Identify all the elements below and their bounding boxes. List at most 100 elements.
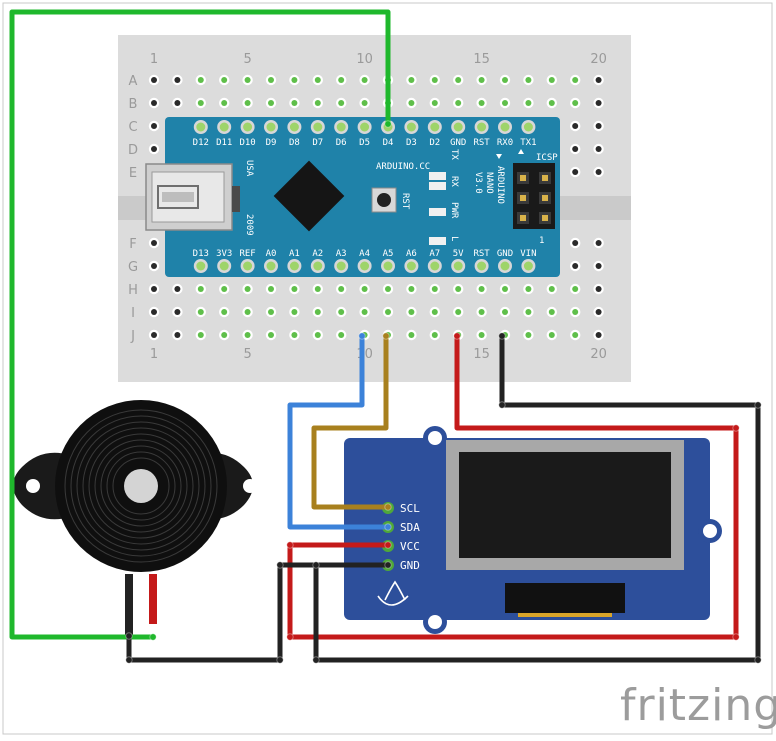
oled-mount-hole-bottom bbox=[428, 615, 442, 629]
arduino-pin bbox=[313, 122, 323, 132]
wire-endpoint bbox=[125, 632, 133, 640]
breadboard-column-number: 5 bbox=[243, 52, 251, 67]
breadboard-hole bbox=[548, 77, 555, 83]
breadboard-hole bbox=[151, 240, 157, 246]
led-label-rx: RX bbox=[449, 176, 459, 187]
arduino-bottom-pins bbox=[193, 259, 536, 273]
pwr-led bbox=[429, 208, 446, 216]
breadboard-hole bbox=[408, 100, 415, 106]
breadboard-hole bbox=[314, 77, 321, 83]
breadboard-hole bbox=[525, 286, 532, 292]
icsp-pin bbox=[520, 215, 526, 221]
breadboard-hole bbox=[291, 286, 298, 292]
icsp-pin bbox=[542, 175, 548, 181]
breadboard-hole bbox=[525, 309, 532, 315]
breadboard-hole bbox=[595, 123, 602, 129]
breadboard-hole bbox=[431, 286, 438, 292]
breadboard-hole bbox=[244, 100, 251, 106]
breadboard-hole bbox=[197, 286, 204, 292]
breadboard-hole bbox=[525, 332, 532, 338]
oled-ribbon-connector bbox=[505, 583, 625, 613]
breadboard-hole bbox=[361, 286, 368, 292]
arduino-bottom-pin-label: A3 bbox=[336, 249, 347, 259]
breadboard-row-label: H bbox=[128, 283, 138, 298]
buzzer-ring bbox=[88, 433, 194, 539]
breadboard-hole bbox=[291, 77, 298, 83]
breadboard-hole bbox=[455, 77, 462, 83]
breadboard-hole bbox=[431, 77, 438, 83]
arduino-bottom-pin-label: A0 bbox=[266, 249, 277, 259]
wire-endpoint bbox=[754, 401, 762, 409]
breadboard-hole bbox=[197, 332, 204, 338]
arduino-top-pin-label: D5 bbox=[359, 138, 370, 148]
breadboard-column-number: 1 bbox=[150, 347, 158, 362]
arduino-pin bbox=[266, 122, 276, 132]
arduino-pin bbox=[266, 261, 276, 271]
arduino-top-pin-label: D8 bbox=[289, 138, 300, 148]
buzzer-ring bbox=[76, 421, 206, 551]
breadboard-hole bbox=[595, 240, 602, 246]
breadboard-hole bbox=[197, 309, 204, 315]
buzzer-center bbox=[124, 469, 158, 503]
breadboard-hole bbox=[221, 100, 228, 106]
usb-contacts bbox=[162, 192, 194, 202]
breadboard-hole bbox=[408, 77, 415, 83]
breadboard-hole bbox=[244, 286, 251, 292]
breadboard-hole bbox=[572, 100, 579, 106]
breadboard-hole bbox=[502, 286, 508, 292]
breadboard-hole bbox=[572, 123, 579, 129]
breadboard-hole bbox=[221, 332, 228, 338]
breadboard-hole bbox=[268, 100, 274, 106]
breadboard-hole bbox=[314, 309, 321, 315]
breadboard-hole bbox=[408, 332, 415, 338]
breadboard-hole bbox=[268, 77, 274, 83]
arduino-top-pin-label: D3 bbox=[406, 138, 417, 148]
rx-arrow-icon bbox=[496, 154, 502, 159]
buzzer-ring bbox=[112, 457, 170, 515]
breadboard-hole bbox=[548, 100, 555, 106]
wire-endpoint bbox=[732, 424, 740, 432]
breadboard-hole bbox=[385, 309, 391, 315]
buzzer-ring bbox=[106, 451, 176, 521]
tx-arrow-icon bbox=[518, 149, 524, 154]
breadboard-hole bbox=[221, 309, 228, 315]
breadboard-hole bbox=[174, 309, 181, 315]
breadboard-hole bbox=[595, 77, 602, 83]
arduino-pin bbox=[453, 122, 463, 132]
reset-button bbox=[371, 187, 397, 213]
breadboard-hole bbox=[431, 100, 438, 106]
breadboard-hole bbox=[314, 332, 321, 338]
arduino-pin bbox=[477, 261, 487, 271]
breadboard-row-label: D bbox=[128, 143, 138, 158]
breadboard-hole bbox=[314, 286, 321, 292]
icsp-pin bbox=[542, 195, 548, 201]
wire-endpoint bbox=[754, 656, 762, 664]
usb-tongue bbox=[157, 185, 199, 209]
icsp-label: ICSP bbox=[536, 153, 558, 163]
breadboard-hole bbox=[572, 240, 579, 246]
fritzing-watermark: fritzing bbox=[620, 680, 776, 731]
breadboard-column-number: 10 bbox=[356, 347, 373, 362]
breadboard-hole bbox=[595, 332, 602, 338]
breadboard-hole bbox=[455, 309, 462, 315]
led-label-l: L bbox=[449, 236, 459, 241]
icsp-pin bbox=[542, 215, 548, 221]
breadboard-hole bbox=[572, 309, 579, 315]
arduino-bottom-pin-label: A1 bbox=[289, 249, 300, 259]
breadboard-row-label: B bbox=[129, 97, 138, 112]
breadboard-hole bbox=[548, 286, 555, 292]
model-line-1: ARDUINO bbox=[495, 166, 505, 204]
breadboard-hole bbox=[525, 100, 532, 106]
arduino-pin bbox=[196, 261, 206, 271]
arduino-bottom-pin-label: D13 bbox=[193, 249, 209, 259]
wire-a4-to-sda bbox=[287, 333, 391, 530]
breadboard-hole bbox=[268, 332, 274, 338]
breadboard-column-number: 20 bbox=[590, 52, 607, 67]
breadboard-row-label: C bbox=[128, 120, 137, 135]
breadboard-row-label: F bbox=[129, 237, 136, 252]
wire-endpoint bbox=[286, 633, 294, 641]
breadboard-hole bbox=[338, 100, 345, 106]
